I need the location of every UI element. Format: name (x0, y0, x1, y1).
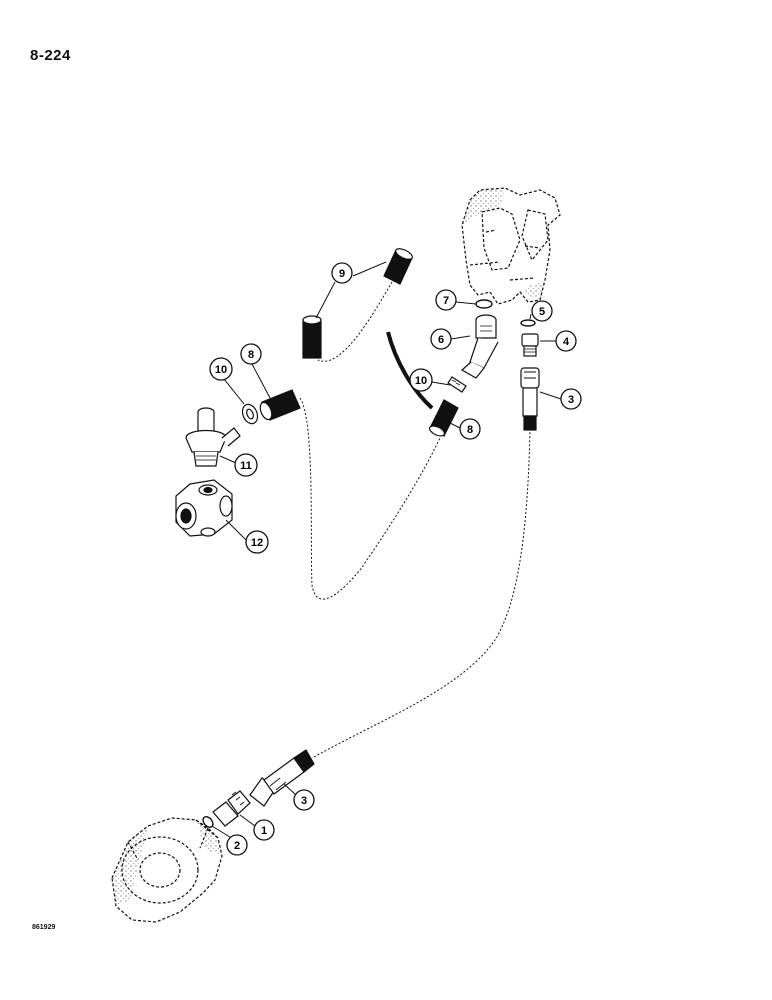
svg-text:9: 9 (339, 268, 345, 280)
svg-text:2: 2 (234, 840, 240, 852)
callout-3-upper: 3 (560, 388, 582, 410)
svg-text:8: 8 (248, 349, 254, 361)
lower-hose-sleeve (302, 315, 322, 359)
pump-o-ring (202, 816, 214, 828)
pressure-hose-line (313, 429, 531, 758)
control-valve-shading (462, 188, 545, 300)
figure-code: 861929 (32, 924, 56, 931)
return-hose-line-lower (299, 397, 441, 600)
svg-text:4: 4 (563, 336, 570, 348)
svg-text:7: 7 (443, 295, 449, 307)
svg-text:3: 3 (301, 795, 307, 807)
svg-text:12: 12 (251, 537, 263, 549)
callout-1: 1 (253, 819, 275, 841)
callout-11: 11 (234, 453, 258, 477)
callout-7: 7 (435, 289, 457, 311)
callout-8-left: 8 (240, 343, 262, 365)
callout-10-upper: 10 (409, 368, 433, 392)
page-number: 8-224 (30, 47, 71, 64)
svg-text:3: 3 (568, 394, 574, 406)
callout-3-lower: 3 (293, 789, 315, 811)
callout-10-left: 10 (209, 357, 233, 381)
callout-2: 2 (226, 834, 248, 856)
svg-text:6: 6 (438, 334, 444, 346)
cross-block-fitting (175, 479, 233, 537)
callout-8-right: 8 (459, 418, 481, 440)
svg-text:8: 8 (467, 424, 473, 436)
lower-hose-end-fitting (249, 749, 315, 807)
upper-hose-sleeve (383, 248, 413, 285)
tee-fitting (185, 407, 241, 467)
upper-hose-end-fitting (520, 367, 540, 431)
upper-sleeve-fitting (447, 376, 467, 393)
rigid-tube-section (386, 331, 434, 410)
callout-5: 5 (531, 300, 553, 322)
left-nut-fitting (241, 403, 259, 425)
svg-text:11: 11 (240, 460, 252, 472)
pump-adapter-fitting (212, 790, 251, 827)
callout-6: 6 (430, 328, 452, 350)
callout-9: 9 (331, 262, 353, 284)
valve-adapter-fitting (521, 333, 539, 357)
left-hose-sleeve (259, 389, 301, 421)
svg-text:10: 10 (215, 364, 227, 376)
valve-adapter-o-ring (520, 319, 536, 327)
callout-leaders (211, 261, 562, 840)
svg-text:5: 5 (539, 306, 545, 318)
pump-shading (112, 820, 222, 906)
elbow-fitting (460, 314, 499, 379)
elbow-o-ring (475, 299, 493, 309)
svg-text:1: 1 (261, 825, 267, 837)
callout-12: 12 (245, 530, 269, 554)
callout-4: 4 (555, 330, 577, 352)
right-hose-sleeve (428, 399, 459, 437)
return-hose-line-upper (317, 281, 393, 362)
svg-text:10: 10 (415, 375, 427, 387)
